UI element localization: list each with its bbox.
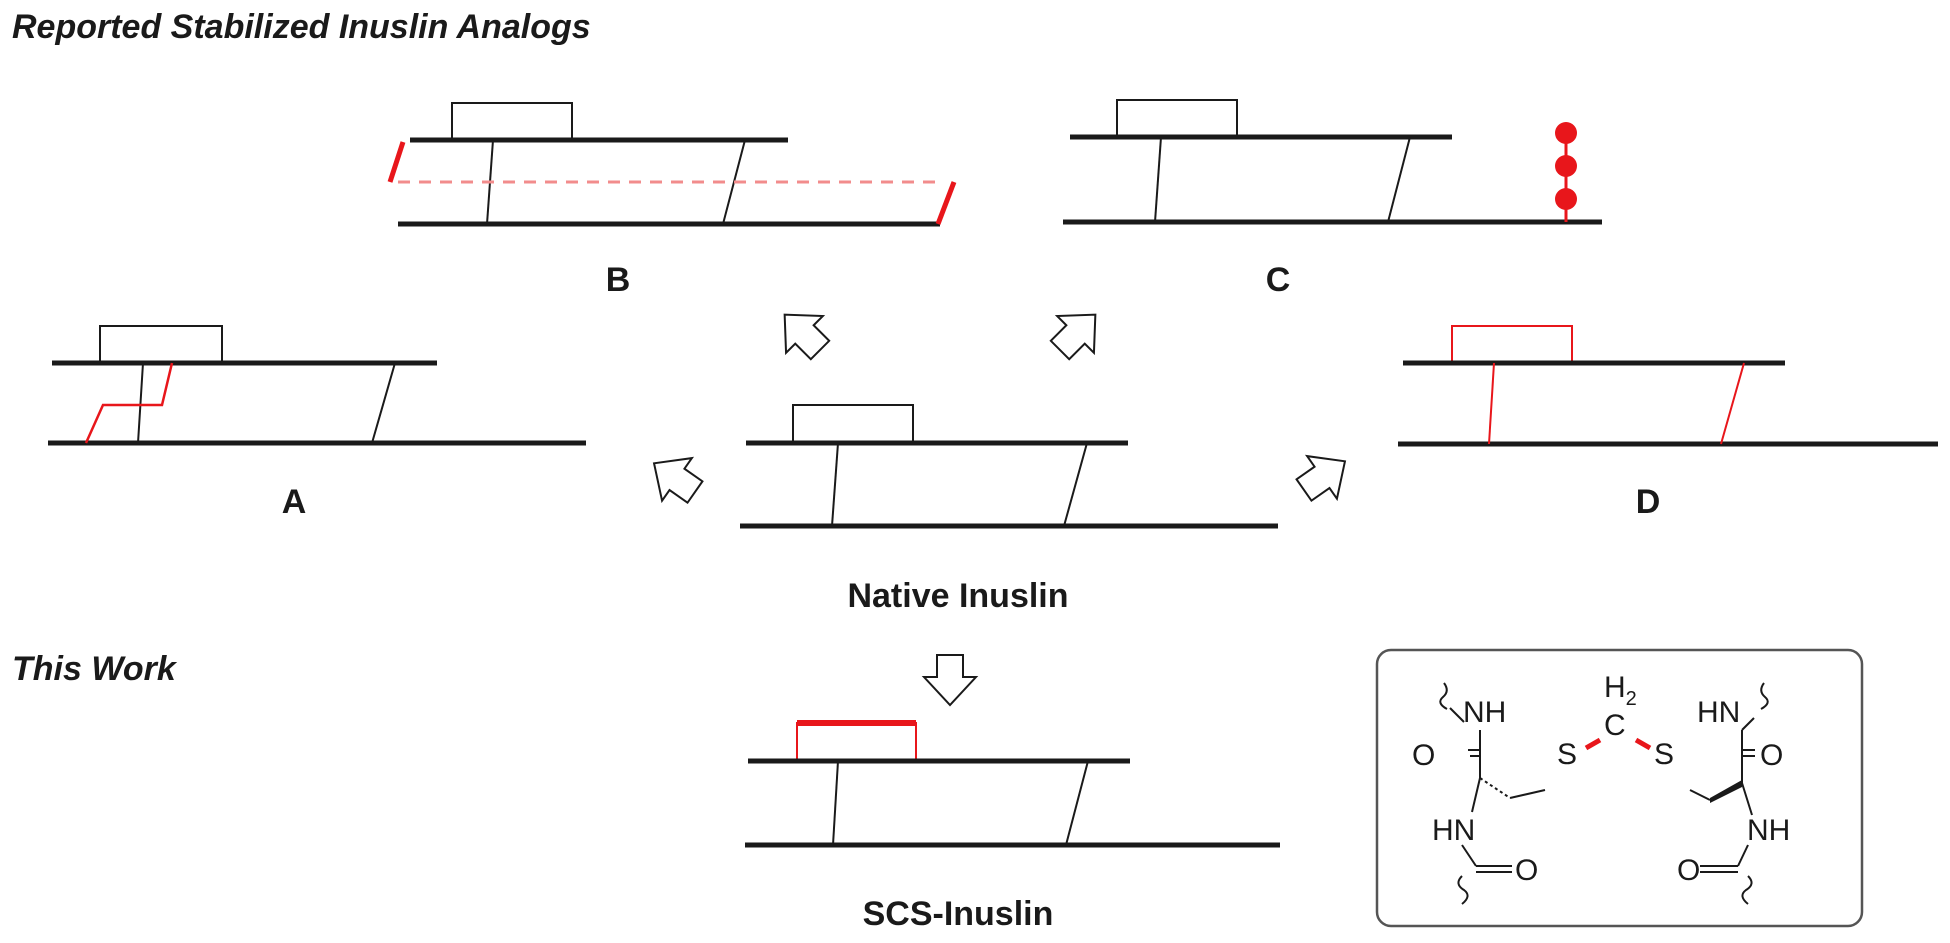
arrow-to-c-icon bbox=[1049, 313, 1097, 361]
label-c: C bbox=[1266, 261, 1291, 299]
chem-wedge-bond bbox=[1710, 780, 1742, 803]
chem-atom-s-right: S bbox=[1654, 738, 1674, 771]
c-a-chain-loop bbox=[1116, 99, 1238, 138]
analog-a-structure bbox=[48, 325, 586, 446]
a-modified-crosslink bbox=[84, 362, 174, 444]
d-disulfide-right bbox=[1720, 362, 1745, 445]
chem-bond bbox=[1737, 844, 1749, 867]
chem-atom-nh-bottom-right: NH bbox=[1747, 814, 1790, 847]
scs-a-chain-loop bbox=[796, 722, 917, 761]
scs-insulin-structure bbox=[745, 720, 1280, 848]
chem-bridge-bond-right bbox=[1634, 737, 1652, 751]
c-disulfide-right bbox=[1387, 136, 1411, 223]
chem-bond bbox=[1471, 777, 1481, 813]
chem-wavy-bond bbox=[1741, 875, 1753, 905]
chem-bond bbox=[1509, 789, 1546, 799]
arrow-to-a-icon bbox=[652, 456, 704, 505]
a-a-chain-loop bbox=[99, 325, 223, 364]
chem-atom-h2: H2 bbox=[1604, 671, 1637, 710]
chem-atom-nh-top-left: NH bbox=[1463, 696, 1506, 729]
chem-atom-hn-top-right: HN bbox=[1697, 696, 1740, 729]
chem-atom-o-bottom-left: O bbox=[1515, 854, 1538, 887]
native-disulfide-left bbox=[831, 442, 839, 527]
chem-atom-o-bottom-right: O bbox=[1677, 854, 1700, 887]
chem-atom-hn-bottom-left: HN bbox=[1432, 814, 1475, 847]
heading-reported-analogs: Reported Stabilized Inuslin Analogs bbox=[12, 8, 591, 46]
scs-disulfide-right bbox=[1065, 760, 1089, 846]
chem-bridge-bond-left bbox=[1584, 737, 1602, 751]
a-disulfide-right bbox=[371, 362, 396, 444]
analog-b-structure bbox=[387, 102, 957, 227]
analog-c-structure bbox=[1063, 99, 1602, 225]
arrow-to-d-icon bbox=[1295, 454, 1347, 503]
arrow-to-b-icon bbox=[783, 313, 831, 361]
b-a-chain-loop bbox=[451, 102, 573, 141]
chem-wavy-bond bbox=[1457, 875, 1469, 905]
chem-hashed-bond bbox=[1479, 777, 1511, 799]
arrow-to-scs-icon bbox=[921, 654, 979, 707]
native-disulfide-right bbox=[1063, 442, 1088, 527]
chem-structure-box bbox=[1375, 648, 1864, 928]
b-linker-end-left bbox=[387, 141, 406, 183]
native-a-chain-loop bbox=[792, 404, 914, 444]
thioacetal-chemical-structure: NH O S C H2 S HN O HN O NH O bbox=[1375, 648, 1864, 928]
heading-this-work: This Work bbox=[12, 650, 178, 688]
chem-wavy-bond bbox=[1439, 682, 1448, 710]
chem-bond bbox=[1741, 717, 1755, 731]
a-disulfide-left bbox=[137, 362, 144, 444]
b-linker-end-right bbox=[935, 181, 957, 225]
chem-atom-o-left: O bbox=[1412, 739, 1435, 772]
d-disulfide-left bbox=[1488, 362, 1495, 445]
c-modification-bead bbox=[1555, 155, 1577, 177]
chem-bond bbox=[1741, 782, 1753, 816]
chem-bond bbox=[1689, 789, 1711, 801]
d-a-chain-loop bbox=[1451, 325, 1573, 364]
chem-wavy-bond bbox=[1760, 682, 1769, 710]
chem-atom-c-center: C bbox=[1604, 709, 1626, 742]
label-a: A bbox=[282, 483, 307, 521]
analog-d-structure bbox=[1398, 325, 1938, 447]
chem-bond bbox=[1461, 844, 1477, 867]
label-b: B bbox=[606, 261, 631, 299]
c-disulfide-left bbox=[1154, 136, 1162, 223]
chem-atom-o-right: O bbox=[1760, 739, 1783, 772]
label-scs-insulin: SCS-Inuslin bbox=[863, 895, 1054, 933]
c-modification-bead bbox=[1555, 188, 1577, 210]
chem-atom-s-left: S bbox=[1557, 738, 1577, 771]
label-native-insulin: Native Inuslin bbox=[847, 577, 1068, 615]
label-d: D bbox=[1636, 483, 1661, 521]
chem-bond bbox=[1449, 707, 1465, 723]
native-insulin-structure bbox=[740, 404, 1278, 529]
scs-disulfide-left bbox=[832, 760, 839, 846]
c-modification-bead bbox=[1555, 122, 1577, 144]
